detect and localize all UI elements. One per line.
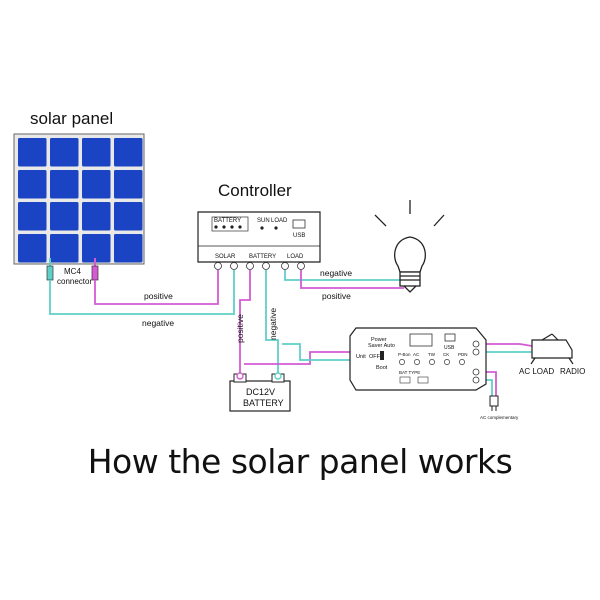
controller-usb-text: USB: [293, 233, 305, 239]
terminal-screws: [214, 262, 305, 270]
inverter-power-saver-2: Saver Auto: [368, 343, 395, 349]
solar-cell: [82, 202, 111, 231]
solar-cells: [18, 138, 143, 263]
battery-positive-label: positive: [235, 314, 245, 343]
solar-cell: [18, 138, 47, 167]
solar-cell: [82, 138, 111, 167]
ac-plug-icon: [489, 395, 499, 411]
load-positive-label: positive: [322, 291, 351, 301]
battery-positive-wire: [239, 270, 251, 376]
load-positive-wire: [300, 270, 404, 289]
usb-port-icon: [292, 219, 306, 229]
inverter-boot-text: Boot: [376, 365, 388, 371]
inverter-button-label: PDN: [458, 352, 468, 357]
inverter-button-label: TW: [428, 352, 436, 357]
battery-led-row: [214, 225, 242, 229]
solar-cell: [82, 170, 111, 199]
panel-positive-label: positive: [144, 291, 173, 301]
light-bulb-icon: [374, 200, 445, 293]
panel-negative-wire: [49, 270, 235, 315]
inverter-button-label: P-Bon: [398, 352, 411, 357]
ac-comp-wire-1: [486, 371, 497, 396]
inverter-dip-switches: [399, 376, 429, 384]
power-switch-icon: [380, 351, 384, 360]
controller-sun-text: SUN: [257, 218, 270, 224]
inverter-output-sockets: [472, 340, 480, 384]
dc12v-battery: DC12V BATTERY: [229, 372, 291, 412]
solar-cell: [50, 138, 79, 167]
ac-load-label: AC LOAD: [519, 367, 554, 376]
controller-load-text: LOAD: [271, 218, 288, 224]
inverter-button: [414, 359, 420, 365]
solar-cell: [18, 202, 47, 231]
solar-cell: [82, 234, 111, 263]
inverter-unit-text: Unit: [356, 354, 366, 360]
solar-cell: [114, 202, 143, 231]
solar-cell: [114, 170, 143, 199]
load-negative-label: negative: [320, 268, 352, 278]
solar-cell: [18, 234, 47, 263]
caption-title: How the solar panel works: [87, 442, 513, 481]
inverter-power-saver-1: Power: [371, 337, 387, 343]
panel-negative-label: negative: [142, 318, 174, 328]
charge-controller: BATTERY SUN LOAD USB SOLAR BATTERY LOAD: [197, 211, 321, 270]
inverter-button: [459, 359, 465, 365]
panel-positive-wire: [94, 270, 219, 305]
controller-battery-terminal: BATTERY: [249, 254, 276, 260]
solar-cell: [50, 234, 79, 263]
controller-battery-text: BATTERY: [214, 218, 241, 224]
inverter-button-label: CK: [443, 352, 449, 357]
inverter-bat-type-text: BAT TYPE: [399, 370, 420, 375]
solar-cell: [50, 202, 79, 231]
wires: [49, 270, 533, 396]
battery-negative-wire: [265, 270, 279, 376]
mc4-label-line2: connector: [57, 277, 92, 286]
radio-icon: [530, 333, 574, 365]
controller-solar-terminal: SOLAR: [215, 254, 236, 260]
battery-negative-label: negative: [268, 308, 278, 340]
solar-panel-label: solar panel: [30, 109, 113, 128]
inverter-usb-icon: [444, 333, 456, 342]
battery-label-line2: BATTERY: [243, 398, 284, 408]
solar-cell: [50, 170, 79, 199]
inverter-display: [409, 333, 433, 347]
mc4-label-line1: MC4: [64, 267, 81, 276]
inverter-negative-wire: [282, 343, 362, 361]
solar-cell: [114, 234, 143, 263]
ac-comp-wire-2: [486, 379, 493, 396]
load-negative-wire: [284, 270, 402, 281]
inverter-button: [444, 359, 450, 365]
inverter-button: [429, 359, 435, 365]
solar-panel: [13, 133, 145, 265]
inverter: Power Saver Auto USB Unit OFF Boot P-Bon…: [349, 327, 487, 391]
ac-complementary-label: AC complementary: [480, 415, 519, 420]
solar-cell: [114, 138, 143, 167]
controller-label: Controller: [218, 181, 292, 200]
inverter-positive-wire: [244, 351, 362, 365]
inverter-button-label: AC: [413, 352, 420, 357]
radio-label: RADIO: [560, 367, 585, 376]
solar-cell: [18, 170, 47, 199]
inverter-usb-text: USB: [444, 345, 455, 351]
mc4-connector: MC4 connector: [46, 258, 99, 286]
battery-label-line1: DC12V: [246, 387, 275, 397]
inverter-button: [399, 359, 405, 365]
inverter-off-text: OFF: [369, 354, 381, 360]
controller-load-terminal: LOAD: [287, 254, 304, 260]
ac-out-wire-1: [486, 343, 533, 347]
